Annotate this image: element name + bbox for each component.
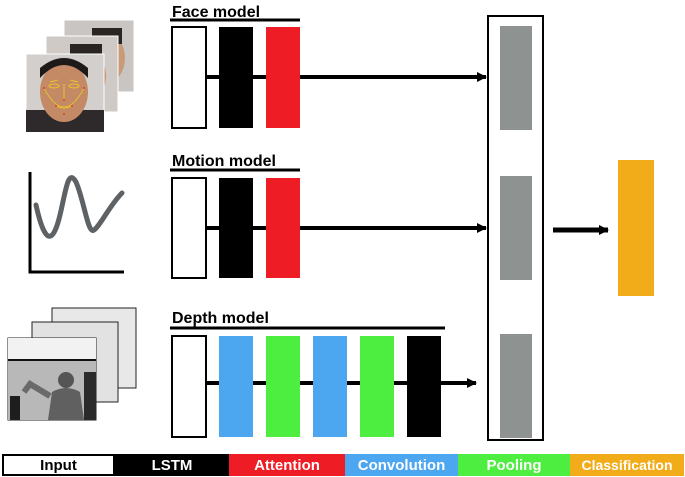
legend-lstm: LSTM [115,454,229,476]
face-model-pipeline: Face model [170,4,487,129]
legend-classification-label: Classification [581,457,673,473]
depth-model-pipeline: Depth model [170,310,477,438]
fusion-node-depth [500,334,532,438]
depth-layer-convolution [313,336,347,437]
motion-input-plot [28,172,125,274]
legend-input-label: Input [40,456,77,474]
depth-layer-pooling [360,336,394,437]
fusion-node-face [500,26,532,130]
motion-layer-attention [266,178,300,278]
motion-layer-input [171,177,207,279]
legend-attention-label: Attention [254,456,320,474]
depth-layer-convolution [219,336,253,437]
legend-input: Input [2,454,115,476]
legend-convolution: Convolution [345,454,458,476]
depth-model-title: Depth model [172,310,269,327]
depth-layer-pooling [266,336,300,437]
motion-model-title: Motion model [172,153,276,170]
fusion-node-motion [500,176,532,280]
classification-node [618,160,654,296]
legend-pooling-label: Pooling [486,456,542,474]
face-layer-attention [266,27,300,128]
depth-layer-lstm [407,336,441,437]
motion-model-pipeline: Motion model [170,153,487,279]
face-layer-input [171,26,207,129]
legend-convolution-label: Convolution [357,456,446,474]
face-layer-lstm [219,27,253,128]
depth-input-image [7,307,137,421]
face-model-title: Face model [172,4,260,21]
depth-layer-input [171,335,207,438]
face-input-image [25,19,135,133]
legend-attention: Attention [229,454,345,476]
legend-lstm-label: LSTM [151,456,193,474]
legend-pooling: Pooling [458,454,570,476]
legend-classification: Classification [570,454,684,476]
motion-layer-lstm [219,178,253,278]
